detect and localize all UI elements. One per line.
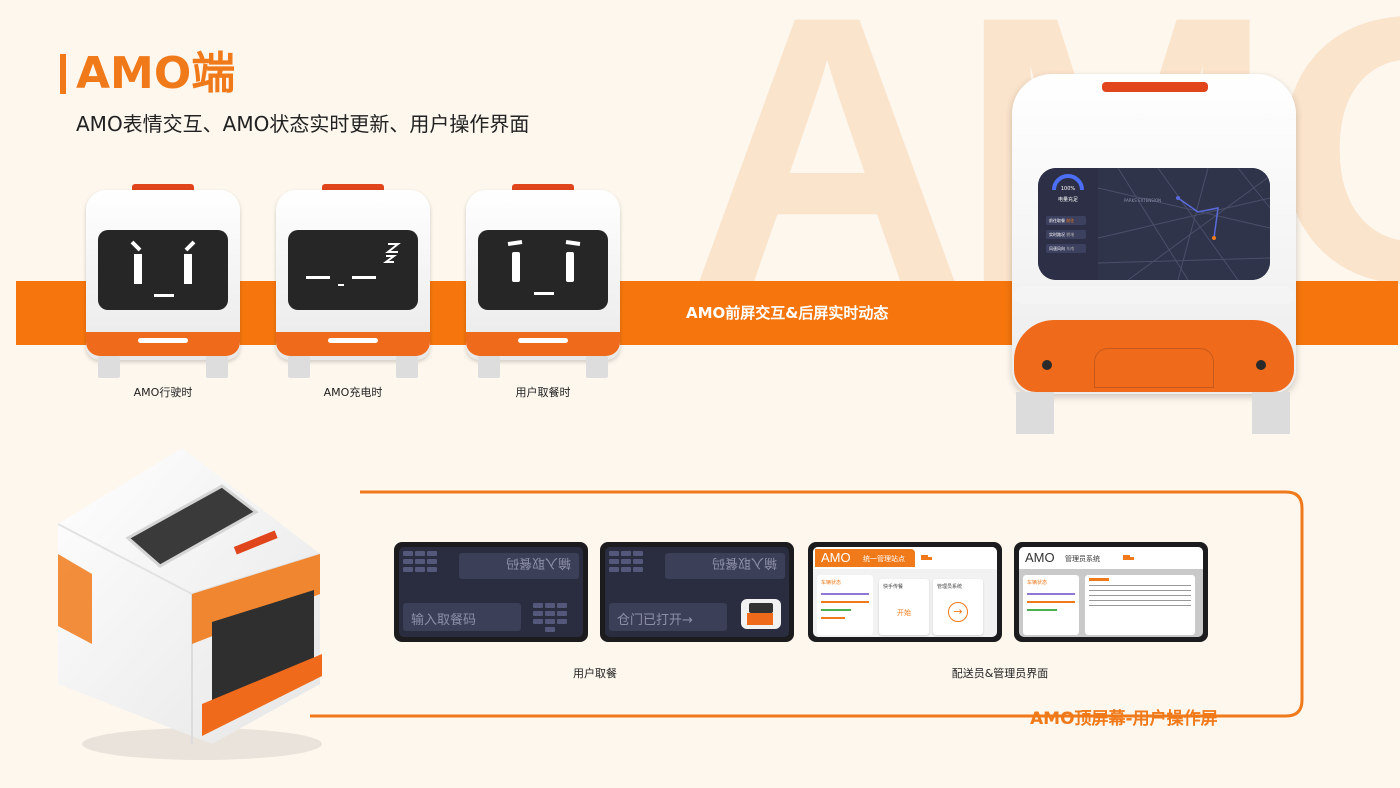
robot-caption: 用户取餐时: [515, 386, 571, 399]
band-label: AMO前屏交互&后屏实时动态: [686, 304, 889, 322]
robot-skirt: [466, 332, 620, 356]
title-accent-bar: [60, 54, 66, 94]
robot-roof-light: [1102, 82, 1208, 92]
app-logo: AMO: [821, 550, 851, 565]
app-header: [1019, 547, 1203, 569]
vehicle-status-panel: 车辆状态: [1023, 575, 1079, 635]
page-subtitle: AMO表情交互、AMO状态实时更新、用户操作界面: [76, 112, 530, 136]
robot-skirt: [86, 332, 240, 356]
robot-caption: AMO充电时: [323, 386, 383, 399]
order-table-panel: [1085, 575, 1195, 635]
truck-icon: [921, 555, 932, 560]
robot-charging: [276, 184, 430, 380]
door-open-screen: 输入取餐码 仓门已打开→: [600, 542, 794, 642]
sleepy-face-icon: [306, 243, 401, 286]
map-label: PARKS EXTENSION: [1124, 198, 1162, 203]
angry-face-icon: [130, 240, 196, 297]
mirrored-code-field: 输入取餐码: [665, 553, 785, 579]
rear-status-screen: 100% 电量充足 PARKS EXTENSION 前往取餐 前往 实时路况 拥…: [1038, 168, 1270, 280]
robot-leg: [98, 356, 120, 378]
start-button[interactable]: 开始: [897, 609, 911, 617]
robot-leg: [586, 356, 608, 378]
status-item: 实时路况 拥堵: [1046, 230, 1086, 239]
robot-driving: [86, 184, 240, 380]
battery-label: 电量充足: [1057, 197, 1078, 203]
map-graphic: [1038, 168, 1270, 280]
robot-skirt: [1014, 320, 1294, 392]
robot-headlight: [138, 338, 188, 343]
door-status-text: 仓门已打开→: [609, 603, 727, 631]
header-tab[interactable]: 统一管理站点: [863, 555, 905, 563]
status-item: 前往取餐 前往: [1046, 216, 1086, 225]
robot-face-screen: [98, 230, 228, 310]
robot-pickup: [466, 184, 620, 380]
robot-skirt: [276, 332, 430, 356]
screen-display: AMO 管理员系统 车辆状态: [1019, 547, 1203, 637]
robot-leg: [1252, 392, 1290, 434]
header-tab[interactable]: 管理员系统: [1065, 555, 1100, 563]
page-title: AMO端: [76, 48, 236, 99]
robot-face-screen: [288, 230, 418, 310]
admin-system-screen: AMO 管理员系统 车辆状态: [1014, 542, 1208, 642]
staff-station-screen: AMO 统一管理站点 车辆状态 快手传餐 开始 管理员系统 →: [808, 542, 1002, 642]
robot-leg: [478, 356, 500, 378]
robot-roof-light: [132, 184, 194, 193]
robot-leg: [288, 356, 310, 378]
app-logo: AMO: [1025, 550, 1055, 565]
robot-isometric-view: [57, 448, 322, 760]
robot-roof-light: [512, 184, 574, 193]
arrow-right-icon[interactable]: →: [948, 602, 968, 622]
robot-leg: [206, 356, 228, 378]
robot-headlight: [518, 338, 568, 343]
robot-leg: [1016, 392, 1054, 434]
robot-roof-light: [322, 184, 384, 193]
truck-icon: [1123, 555, 1134, 560]
section-outline: [310, 490, 1304, 718]
admin-system-card[interactable]: 管理员系统 →: [933, 579, 983, 635]
screen-display: 输入取餐码 仓门已打开→: [605, 547, 789, 637]
screen-display: AMO 统一管理站点 车辆状态 快手传餐 开始 管理员系统 →: [813, 547, 997, 637]
screen-display: 输入取餐码 输入取餐码: [399, 547, 583, 637]
robot-rear-view: 100% 电量充足 PARKS EXTENSION 前往取餐 前往 实时路况 拥…: [1012, 74, 1296, 436]
section-title: AMO顶屏幕-用户操作屏: [1030, 709, 1218, 729]
mirrored-code-field: 输入取餐码: [459, 553, 579, 579]
quick-delivery-card[interactable]: 快手传餐 开始: [879, 579, 929, 635]
pickup-code-input[interactable]: 输入取餐码: [403, 603, 521, 631]
vehicle-status-panel: 车辆状态: [817, 575, 873, 635]
robot-leg: [396, 356, 418, 378]
battery-percent: 100%: [1060, 186, 1076, 192]
mini-robot-icon: [741, 599, 781, 629]
robot-caption: AMO行驶时: [133, 386, 193, 399]
pickup-code-screen: 输入取餐码 输入取餐码: [394, 542, 588, 642]
staff-caption: 配送员&管理员界面: [951, 667, 1049, 680]
neutral-face-icon: [507, 240, 581, 295]
status-item: 风速风向 东南: [1046, 244, 1086, 253]
pickup-caption: 用户取餐: [573, 667, 617, 680]
rear-light-bar: [1014, 286, 1294, 304]
robot-face-screen: [478, 230, 608, 310]
robot-headlight: [328, 338, 378, 343]
header-accent: [815, 549, 915, 567]
